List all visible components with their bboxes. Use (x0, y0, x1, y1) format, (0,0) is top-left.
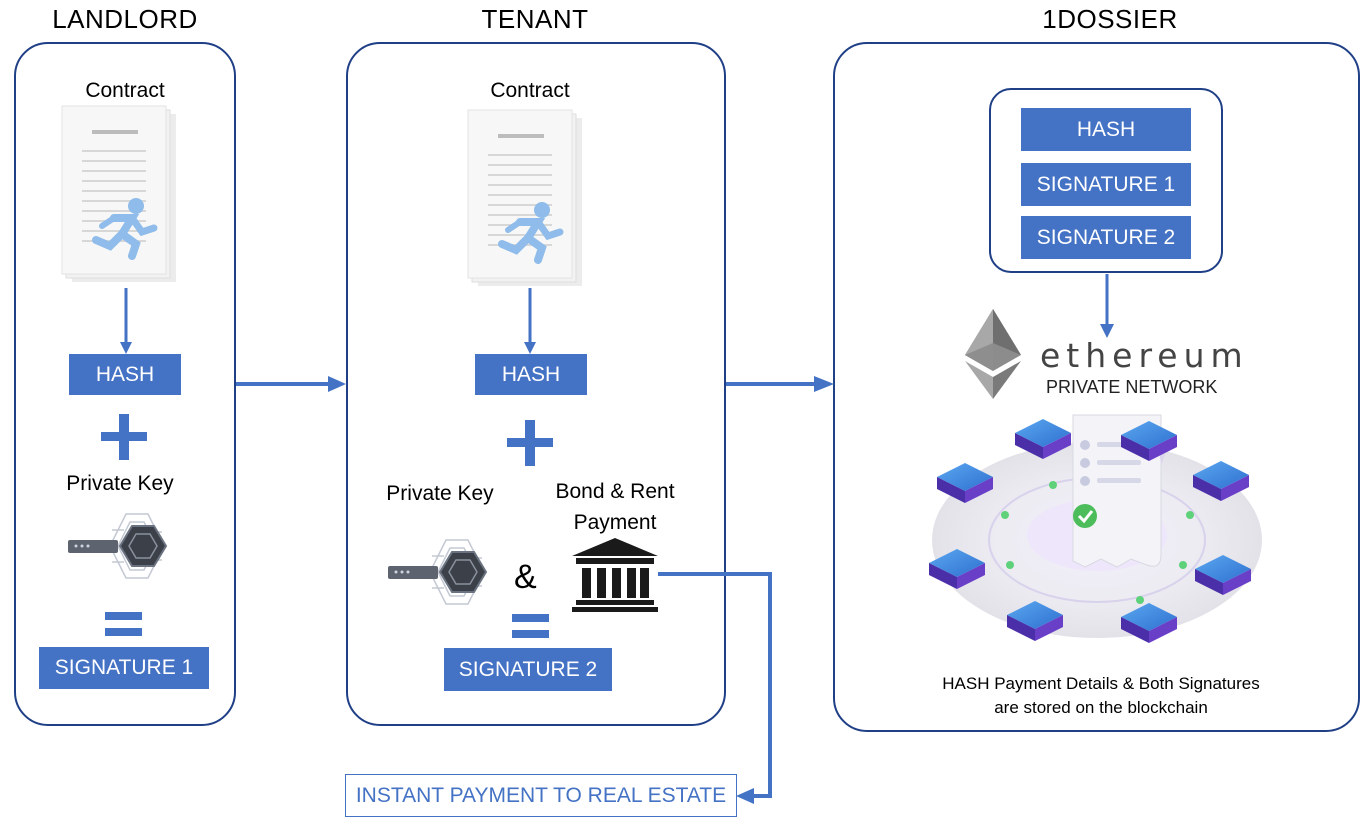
landlord-equals-icon (105, 612, 142, 620)
instant-payment-box: INSTANT PAYMENT TO REAL ESTATE (345, 774, 737, 817)
landlord-arrow-down (120, 288, 132, 354)
private-key-icon (388, 539, 488, 605)
bank-icon (572, 538, 658, 612)
landlord-hash-box: HASH (69, 354, 181, 395)
tenant-title: TENANT (481, 4, 589, 34)
landlord-private-key-label: Private Key (66, 472, 174, 495)
ethereum-wordmark: ethereum (1040, 336, 1249, 375)
dossier-signature2-box: SIGNATURE 2 (1021, 216, 1191, 259)
contract-document-icon (61, 105, 176, 282)
tenant-equals-icon (512, 614, 549, 622)
tenant-arrow-down (524, 288, 536, 354)
tenant-contract-label: Contract (490, 79, 570, 102)
arrow-tenant-to-dossier (726, 376, 834, 392)
dossier-hash-box: HASH (1021, 108, 1191, 151)
dossier-arrow-down (1100, 274, 1114, 338)
dossier-caption-line2: are stored on the blockchain (994, 698, 1208, 717)
private-network-label: PRIVATE NETWORK (1046, 377, 1218, 397)
tenant-signature-box: SIGNATURE 2 (444, 648, 612, 691)
tenant-hash-box: HASH (475, 354, 587, 395)
contract-document-icon (467, 109, 582, 286)
landlord-contract-label: Contract (85, 79, 165, 102)
dossier-title: 1DOSSIER (1042, 4, 1178, 34)
dossier-signature1-box: SIGNATURE 1 (1021, 163, 1191, 206)
private-key-icon (68, 513, 168, 579)
arrow-landlord-to-tenant (236, 376, 346, 392)
ethereum-logo-icon (965, 309, 1021, 399)
blockchain-network-icon (929, 414, 1262, 643)
landlord-signature-box: SIGNATURE 1 (39, 647, 209, 689)
tenant-private-key-label: Private Key (386, 482, 494, 505)
dossier-caption-line1: HASH Payment Details & Both Signatures (942, 674, 1260, 693)
payment-arrow (658, 572, 772, 804)
tenant-bond-label-line1: Bond & Rent (555, 480, 675, 503)
landlord-title: LANDLORD (52, 4, 198, 34)
ampersand: & (514, 558, 537, 596)
tenant-bond-label-line2: Payment (573, 511, 657, 534)
